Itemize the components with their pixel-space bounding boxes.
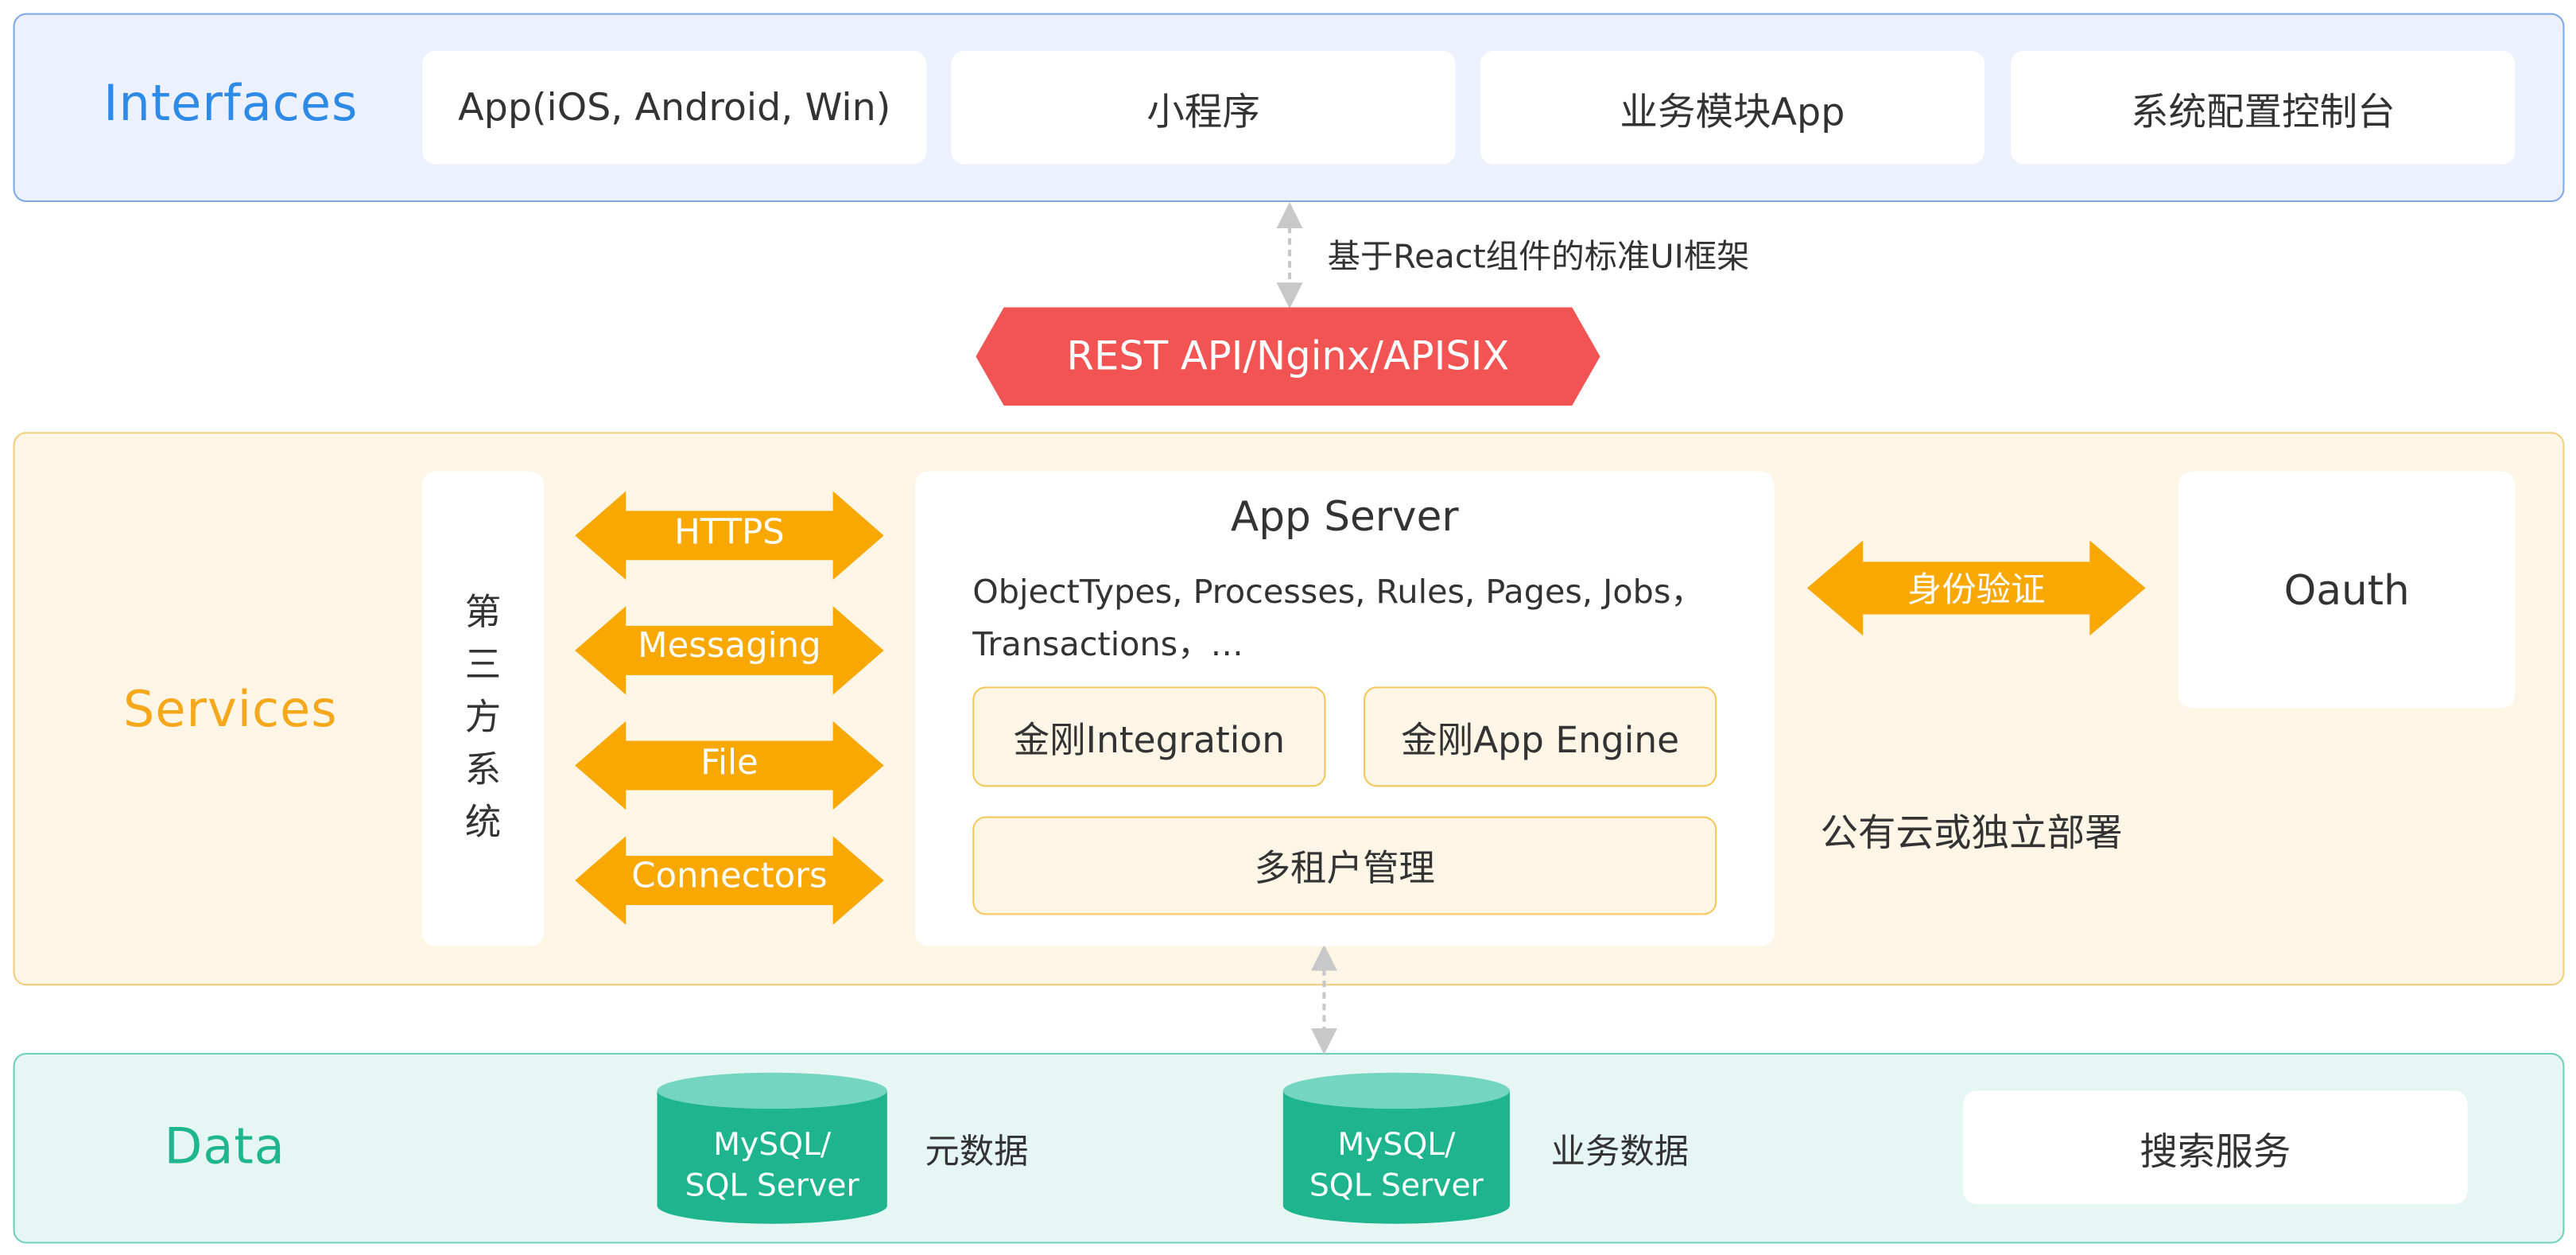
messaging-label: Messaging (638, 625, 821, 666)
third-party-systems-box: 第 三 方 系 统 (422, 471, 544, 946)
interface-console-card: 系统配置控制台 (2011, 51, 2516, 165)
api-gateway-hexagon: REST API/Nginx/APISIX (976, 307, 1600, 406)
ui-framework-label: 基于React组件的标准UI框架 (1327, 236, 1750, 276)
interface-business-app-card: 业务模块App (1480, 51, 1985, 165)
database-cylinder-business (1282, 1072, 1510, 1224)
auth-label: 身份验证 (1907, 569, 2046, 610)
business-db-label-line1: MySQL/ (1337, 1126, 1456, 1164)
data-title: Data (164, 1118, 285, 1176)
file-double-arrow (575, 721, 884, 810)
oauth-card: Oauth (2178, 471, 2516, 709)
interface-app-card: App(iOS, Android, Win) (422, 51, 927, 165)
interface-miniprogram-card: 小程序 (951, 51, 1456, 165)
multi-tenant-module: 多租户管理 (972, 816, 1717, 915)
services-title: Services (122, 682, 338, 740)
database-cylinder-metadata (657, 1072, 887, 1224)
app-server-description-line1: ObjectTypes, Processes, Rules, Pages, Jo… (972, 571, 1704, 612)
metadata-db-label-line1: MySQL/ (713, 1126, 832, 1164)
third-party-char: 系 (464, 750, 502, 792)
metadata-caption: 元数据 (925, 1132, 1029, 1171)
app-server-description-line2: Transactions，… (972, 624, 1243, 664)
deployment-note: 公有云或独立部署 (1820, 813, 2123, 857)
https-double-arrow (575, 491, 884, 581)
metadata-db-label-line2: SQL Server (685, 1168, 859, 1204)
third-party-char: 三 (464, 645, 502, 687)
interfaces-title: Interfaces (103, 76, 359, 134)
search-service-card: 搜索服务 (1963, 1090, 2468, 1204)
connectors-double-arrow (575, 836, 884, 925)
app-server-title: App Server (1230, 492, 1459, 541)
messaging-double-arrow (575, 606, 884, 695)
third-party-char: 方 (464, 697, 502, 740)
auth-double-arrow (1806, 540, 2146, 636)
integration-module: 金刚Integration (972, 686, 1326, 787)
file-label: File (700, 742, 758, 783)
https-label: HTTPS (674, 512, 785, 552)
third-party-char: 第 (464, 593, 502, 635)
connectors-label: Connectors (631, 856, 828, 896)
business-db-label-line2: SQL Server (1309, 1168, 1484, 1204)
app-engine-module: 金刚App Engine (1364, 686, 1717, 787)
third-party-char: 统 (464, 802, 502, 845)
business-data-caption: 业务数据 (1550, 1132, 1690, 1171)
